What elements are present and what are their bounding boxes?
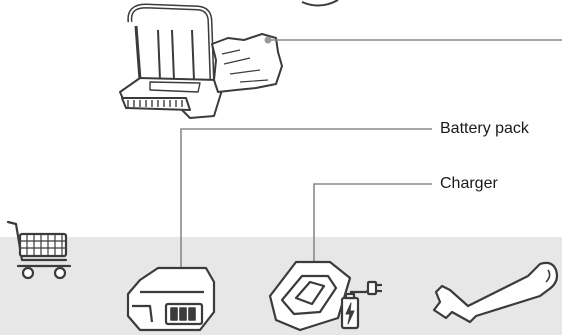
charger-label: Charger bbox=[440, 175, 498, 192]
top-edge-fragment bbox=[301, 0, 339, 7]
wrench-icon bbox=[432, 261, 559, 324]
battery-pack-icon bbox=[126, 266, 216, 332]
vacuum-base-illustration bbox=[119, 3, 283, 119]
shopping-cart-icon bbox=[6, 220, 72, 280]
battery-pack-label: Battery pack bbox=[440, 120, 529, 137]
attachment-leader bbox=[264, 36, 562, 44]
charger-icon bbox=[268, 260, 382, 332]
